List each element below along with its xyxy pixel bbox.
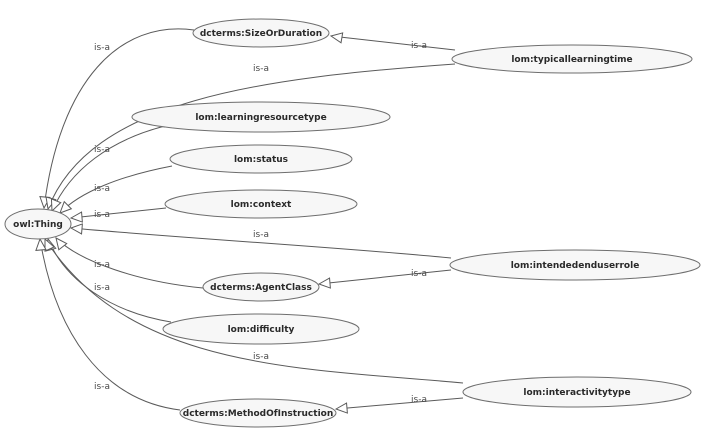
node-label: lom:learningresourcetype [195, 113, 326, 123]
node-label: lom:interactivitytype [523, 388, 630, 398]
node-ellipse[interactable] [202, 272, 320, 302]
arrow-head-icon [50, 198, 62, 213]
edge-learningresourcetype-to-thing: is-a [50, 125, 166, 213]
edge-label: is-a [253, 352, 269, 362]
edge-line [335, 397, 464, 410]
node-ellipse[interactable] [164, 189, 358, 219]
arrow-head-icon [44, 237, 56, 252]
node-label: lom:typicallearningtime [511, 55, 632, 65]
arrow-head-icon [329, 32, 344, 44]
edge-label: is-a [411, 395, 427, 405]
node-status[interactable]: lom:status [169, 144, 353, 174]
edge-layer: is-a is-a is-a is-a is-a is-a is-a is-a is-a is-a… [35, 28, 464, 414]
edge-line [330, 35, 456, 51]
edge-label: is-a [94, 43, 110, 53]
arrow-head-icon [55, 237, 68, 251]
edge-line [47, 63, 456, 210]
node-difficulty[interactable]: lom:difficulty [162, 313, 360, 345]
edge-label: is-a [94, 145, 110, 155]
edge-intendedenduserrole-to-agentclass: is-a [317, 269, 452, 289]
edge-interactivitytype-to-methodofinstruction: is-a [334, 395, 464, 414]
arrow-head-icon [35, 237, 47, 251]
edge-label: is-a [411, 41, 427, 51]
arrow-head-icon [317, 277, 331, 289]
node-learningresourcetype[interactable]: lom:learningresourcetype [131, 101, 391, 133]
node-label: lom:context [231, 200, 292, 210]
edge-typicallearningtime-to-sizeorduration: is-a [329, 32, 456, 51]
edge-label: is-a [411, 269, 427, 279]
arrow-head-icon [59, 200, 73, 214]
node-label: dcterms:AgentClass [210, 283, 312, 293]
node-interactivitytype[interactable]: lom:interactivitytype [462, 376, 692, 408]
edge-line [51, 125, 166, 212]
node-label: lom:status [234, 155, 288, 165]
node-context[interactable]: lom:context [164, 189, 358, 219]
edge-label: is-a [94, 184, 110, 194]
node-label: lom:intendedenduserrole [511, 261, 640, 271]
edge-status-to-thing: is-a [59, 165, 173, 214]
edge-label: is-a [94, 210, 110, 220]
node-label: dcterms:SizeOrDuration [200, 29, 322, 39]
edge-agentclass-to-thing: is-a [55, 237, 204, 289]
arrow-head-icon [69, 223, 83, 235]
node-ellipse[interactable] [192, 18, 330, 48]
node-ellipse[interactable] [451, 44, 693, 74]
node-ellipse[interactable] [4, 208, 72, 240]
edge-line [70, 207, 167, 219]
node-label: owl:Thing [13, 220, 63, 230]
node-typicallearningtime[interactable]: lom:typicallearningtime [451, 44, 693, 74]
node-sizeorduration[interactable]: dcterms:SizeOrDuration [192, 18, 330, 48]
edge-line [39, 238, 181, 411]
edge-label: is-a [253, 64, 269, 74]
edge-intendedenduserrole-to-thing: is-a [69, 223, 452, 259]
node-label: lom:difficulty [228, 325, 295, 335]
node-thing[interactable]: owl:Thing [4, 208, 72, 240]
node-ellipse[interactable] [162, 313, 360, 345]
node-ellipse[interactable] [462, 376, 692, 408]
edge-interactivitytype-to-thing: is-a [44, 237, 464, 384]
arrow-head-icon [69, 211, 83, 223]
edge-label: is-a [94, 260, 110, 270]
node-layer: owl:Thing dcterms:SizeOrDuration lom:typic… [4, 18, 701, 428]
edge-line [70, 227, 452, 259]
node-label: dcterms:MethodOfInstruction [183, 409, 334, 419]
edge-methodofinstruction-to-thing: is-a [35, 237, 181, 411]
arrow-head-icon [334, 402, 348, 414]
edge-line [59, 165, 173, 214]
node-agentclass[interactable]: dcterms:AgentClass [202, 272, 320, 302]
edge-context-to-thing: is-a [69, 207, 167, 223]
edge-line [44, 238, 464, 384]
edge-label: is-a [94, 283, 110, 293]
node-ellipse[interactable] [131, 101, 391, 133]
node-ellipse[interactable] [449, 249, 701, 281]
edge-label: is-a [253, 230, 269, 240]
node-intendedenduserrole[interactable]: lom:intendedenduserrole [449, 249, 701, 281]
node-ellipse[interactable] [169, 144, 353, 174]
edge-label: is-a [94, 382, 110, 392]
edge-line [318, 269, 452, 285]
edge-line [43, 28, 195, 209]
node-methodofinstruction[interactable]: dcterms:MethodOfInstruction [179, 398, 337, 428]
edge-line [55, 237, 204, 289]
node-ellipse[interactable] [179, 398, 337, 428]
